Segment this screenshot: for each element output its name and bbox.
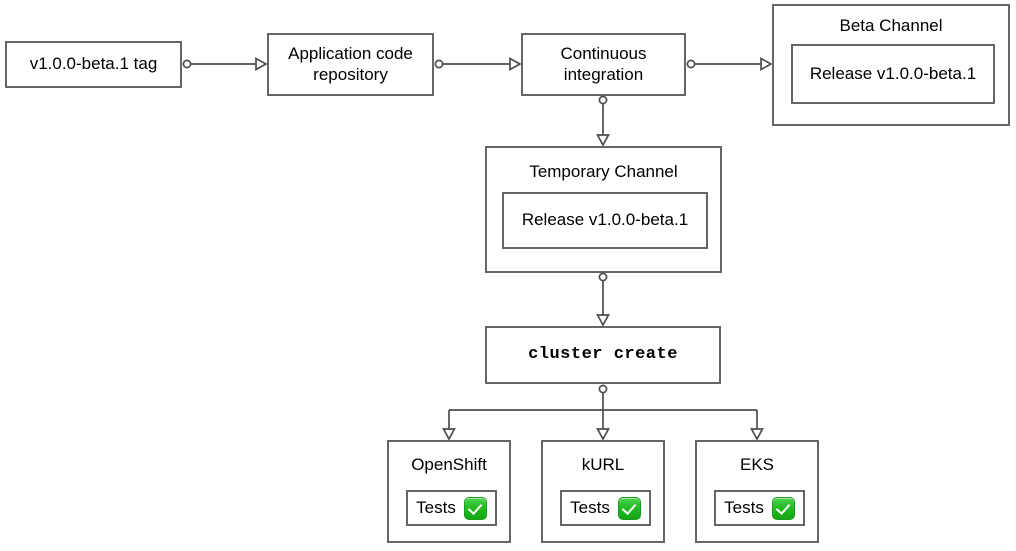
edge-repo-to-ci xyxy=(434,57,522,71)
node-kurl-title: kURL xyxy=(581,455,625,474)
node-version-tag[interactable]: v1.0.0-beta.1 tag xyxy=(5,41,182,88)
node-openshift-tests[interactable]: Tests xyxy=(406,490,497,526)
node-continuous-integration[interactable]: Continuous integration xyxy=(521,33,686,96)
node-kurl-tests[interactable]: Tests xyxy=(560,490,651,526)
node-temporary-channel-title: Temporary Channel xyxy=(529,162,678,181)
node-openshift[interactable]: OpenShift Tests xyxy=(387,440,511,543)
node-cluster-create-label: cluster create xyxy=(528,344,678,364)
node-kurl-tests-label: Tests xyxy=(570,497,610,517)
green-check-icon xyxy=(771,496,795,520)
node-temporary-channel-release[interactable]: Release v1.0.0-beta.1 xyxy=(502,192,708,249)
edge-tag-to-repo xyxy=(182,57,268,71)
node-eks[interactable]: EKS Tests xyxy=(695,440,819,543)
node-openshift-tests-label: Tests xyxy=(416,497,456,517)
node-beta-channel-title: Beta Channel xyxy=(839,16,943,35)
node-beta-channel-release-label: Release v1.0.0-beta.1 xyxy=(809,63,977,83)
node-cluster-create[interactable]: cluster create xyxy=(485,326,721,384)
node-continuous-integration-label: Continuous integration xyxy=(560,43,647,84)
node-beta-channel-release[interactable]: Release v1.0.0-beta.1 xyxy=(791,44,995,104)
node-beta-channel[interactable]: Beta Channel Release v1.0.0-beta.1 xyxy=(772,4,1010,126)
node-eks-title: EKS xyxy=(739,455,775,474)
edge-temporary-channel-to-cluster-create xyxy=(596,272,610,327)
edge-cluster-create-to-platforms xyxy=(442,384,764,441)
green-check-icon xyxy=(463,496,487,520)
node-eks-tests[interactable]: Tests xyxy=(714,490,805,526)
node-app-code-repository-label: Application code repository xyxy=(288,43,413,84)
node-temporary-channel-release-label: Release v1.0.0-beta.1 xyxy=(521,210,689,230)
node-openshift-title: OpenShift xyxy=(411,455,487,474)
edge-ci-to-beta-channel xyxy=(686,57,773,71)
node-kurl[interactable]: kURL Tests xyxy=(541,440,665,543)
node-version-tag-label: v1.0.0-beta.1 tag xyxy=(29,54,158,74)
green-check-icon xyxy=(617,496,641,520)
edge-ci-to-temporary-channel xyxy=(596,95,610,147)
node-app-code-repository[interactable]: Application code repository xyxy=(267,33,434,96)
node-eks-tests-label: Tests xyxy=(724,497,764,517)
node-temporary-channel[interactable]: Temporary Channel Release v1.0.0-beta.1 xyxy=(485,146,722,273)
